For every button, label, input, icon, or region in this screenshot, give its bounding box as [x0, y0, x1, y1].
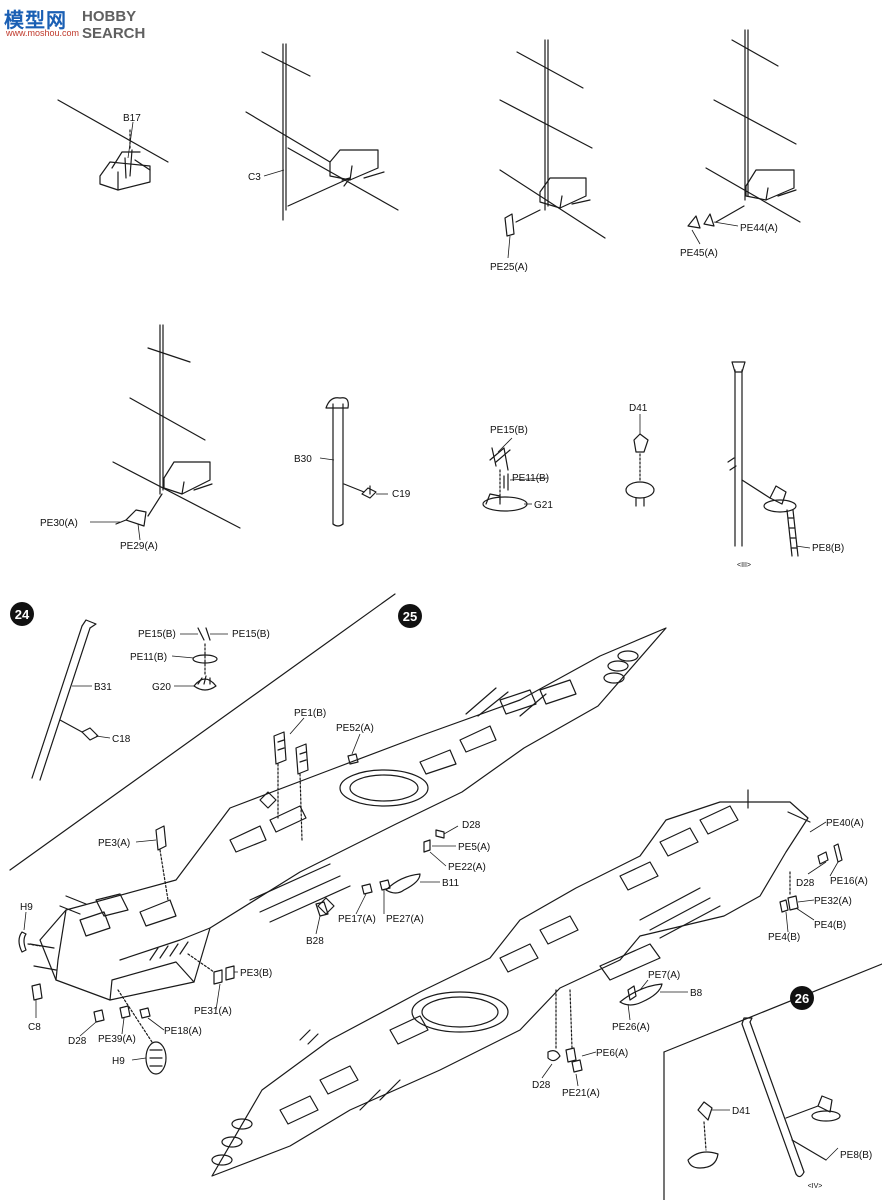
step-divider-26-top — [663, 963, 882, 1053]
label-b28: B28 — [306, 936, 324, 947]
watermark-logo: 模型网 HOBBY SEARCH www.moshou.com — [4, 4, 164, 42]
label-pe25a: PE25(A) — [490, 262, 528, 273]
label-pe3b: PE3(B) — [240, 968, 272, 979]
label-h9-b: H9 — [112, 1056, 125, 1067]
step-marker-25: 25 — [398, 604, 422, 628]
label-pe15b-left: PE15(B) — [138, 629, 176, 640]
sub-marker-iii: <III> — [737, 562, 751, 569]
hull-left — [29, 627, 667, 1001]
label-pe7a: PE7(A) — [648, 970, 680, 981]
label-pe26a: PE26(A) — [612, 1022, 650, 1033]
label-pe45a: PE45(A) — [680, 248, 718, 259]
assembly-pe25 — [499, 39, 606, 239]
label-pe32a: PE32(A) — [814, 896, 852, 907]
hull-right — [211, 789, 811, 1177]
label-pe22a: PE22(A) — [448, 862, 486, 873]
label-c18: C18 — [112, 734, 131, 745]
label-pe5a: PE5(A) — [458, 842, 490, 853]
label-c3: C3 — [248, 172, 261, 183]
label-g21: G21 — [534, 500, 553, 511]
label-d28-d: D28 — [532, 1080, 551, 1091]
label-pe52a: PE52(A) — [336, 723, 374, 734]
parts-step25-left — [18, 731, 445, 1075]
label-pe11b-24: PE11(B) — [130, 652, 167, 663]
label-pe6a: PE6(A) — [596, 1048, 628, 1059]
step-label-25: 25 — [403, 609, 417, 624]
label-c19: C19 — [392, 489, 411, 500]
label-pe1b: PE1(B) — [294, 708, 326, 719]
label-d41: D41 — [629, 403, 648, 414]
assembly-d41 — [625, 433, 655, 507]
assembly-pe8 — [727, 361, 799, 557]
step-marker-26: 26 — [790, 986, 814, 1010]
step-marker-24: 24 — [10, 602, 34, 626]
label-pe4b-b: PE4(B) — [814, 920, 846, 931]
label-pe8b-26: PE8(B) — [840, 1150, 872, 1161]
label-pe39a: PE39(A) — [98, 1034, 136, 1045]
step-divider-24 — [9, 593, 396, 871]
label-g20: G20 — [152, 682, 171, 693]
label-c8: C8 — [28, 1022, 41, 1033]
label-d28-b: D28 — [68, 1036, 87, 1047]
watermark-url: www.moshou.com — [6, 28, 80, 38]
label-pe4b-a: PE4(B) — [768, 932, 800, 943]
label-d28-c: D28 — [796, 878, 815, 889]
assembly-pe30 — [112, 324, 241, 529]
label-h9-a: H9 — [20, 902, 33, 913]
label-b11: B11 — [442, 878, 459, 889]
label-pe44a: PE44(A) — [740, 223, 778, 234]
label-pe8b: PE8(B) — [812, 543, 844, 554]
label-d28-a: D28 — [462, 820, 481, 831]
assembly-b30 — [325, 397, 377, 527]
label-pe11b: PE11(B) — [512, 473, 549, 484]
label-d41-26: D41 — [732, 1106, 751, 1117]
label-b31: B31 — [94, 682, 112, 693]
assembly-b17 — [57, 99, 169, 191]
label-pe31a: PE31(A) — [194, 1006, 232, 1017]
parts-step25-right — [547, 843, 843, 1073]
assembly-step26 — [687, 1017, 841, 1178]
label-pe21a: PE21(A) — [562, 1088, 600, 1099]
label-pe29a: PE29(A) — [120, 541, 158, 552]
assembly-pe44 — [687, 29, 801, 229]
label-b17: B17 — [123, 113, 141, 124]
label-pe18a: PE18(A) — [164, 1026, 202, 1037]
watermark-chinese: 模型网 — [4, 8, 67, 32]
label-b8: B8 — [690, 988, 703, 999]
part-labels: B17 C3 PE25(A) PE44(A) PE45(A) PE30(A) P… — [20, 113, 872, 1161]
label-pe15b-right: PE15(B) — [232, 629, 270, 640]
sub-marker-iv: <IV> — [808, 1183, 823, 1190]
label-b30: B30 — [294, 454, 312, 465]
label-pe3a: PE3(A) — [98, 838, 130, 849]
assembly-b31 — [31, 619, 218, 781]
watermark-brand: HOBBY SEARCH — [82, 8, 146, 42]
label-pe30a: PE30(A) — [40, 518, 78, 529]
leader-lines — [23, 121, 839, 1161]
label-pe27a: PE27(A) — [386, 914, 424, 925]
step-label-26: 26 — [795, 991, 809, 1006]
assembly-c3 — [245, 43, 399, 221]
label-pe16a: PE16(A) — [830, 876, 868, 887]
label-pe40a: PE40(A) — [826, 818, 864, 829]
label-pe15b: PE15(B) — [490, 425, 528, 436]
step-label-24: 24 — [15, 607, 30, 622]
label-pe17a: PE17(A) — [338, 914, 376, 925]
